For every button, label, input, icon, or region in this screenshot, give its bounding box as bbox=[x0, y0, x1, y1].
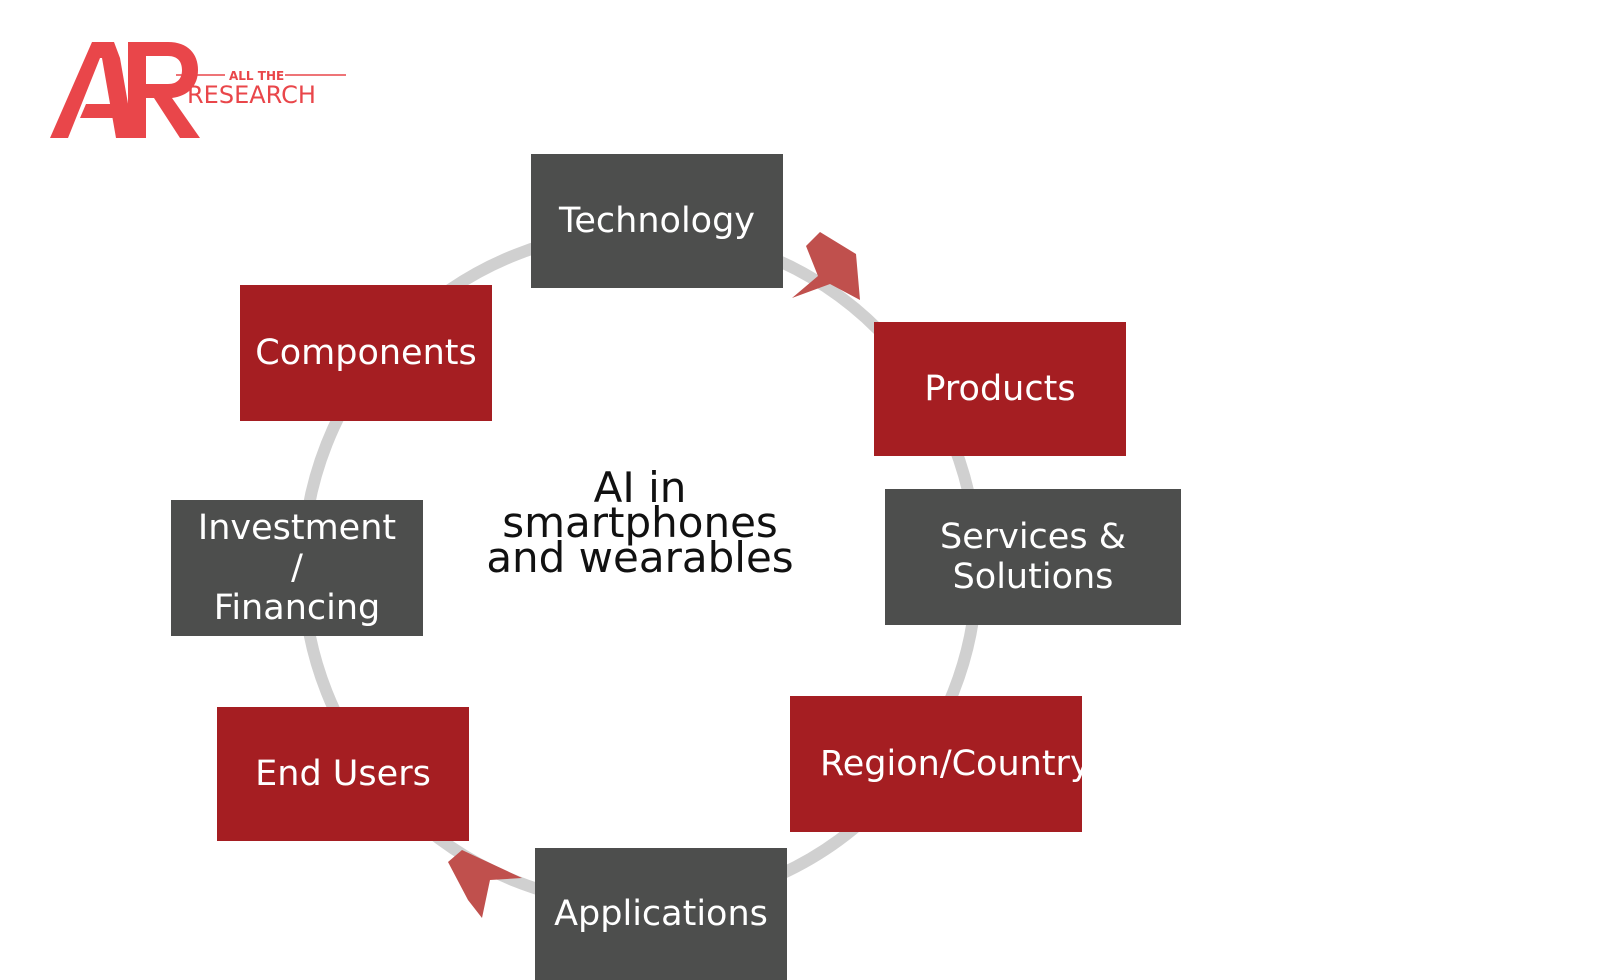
logo-small-text: ALL THE bbox=[229, 69, 284, 83]
segment-investment-financing: Investment / Financing bbox=[171, 500, 423, 636]
center-title: AI in smartphones and wearables bbox=[486, 463, 794, 582]
segment-end-users: End Users bbox=[217, 707, 469, 841]
cycle-arrow-top-right bbox=[792, 232, 860, 300]
segment-services-solutions: Services & Solutions bbox=[885, 489, 1181, 625]
segment-applications: Applications bbox=[535, 848, 787, 980]
segment-technology: Technology bbox=[531, 154, 783, 288]
segment-products: Products bbox=[874, 322, 1126, 456]
cycle-arrow-bottom-left bbox=[448, 850, 522, 918]
segment-components: Components bbox=[240, 285, 492, 421]
all-the-research-logo: ALL THE RESEARCH bbox=[50, 40, 350, 145]
segment-region-country: Region/Country bbox=[790, 696, 1091, 832]
logo-large-text: RESEARCH bbox=[187, 81, 316, 109]
